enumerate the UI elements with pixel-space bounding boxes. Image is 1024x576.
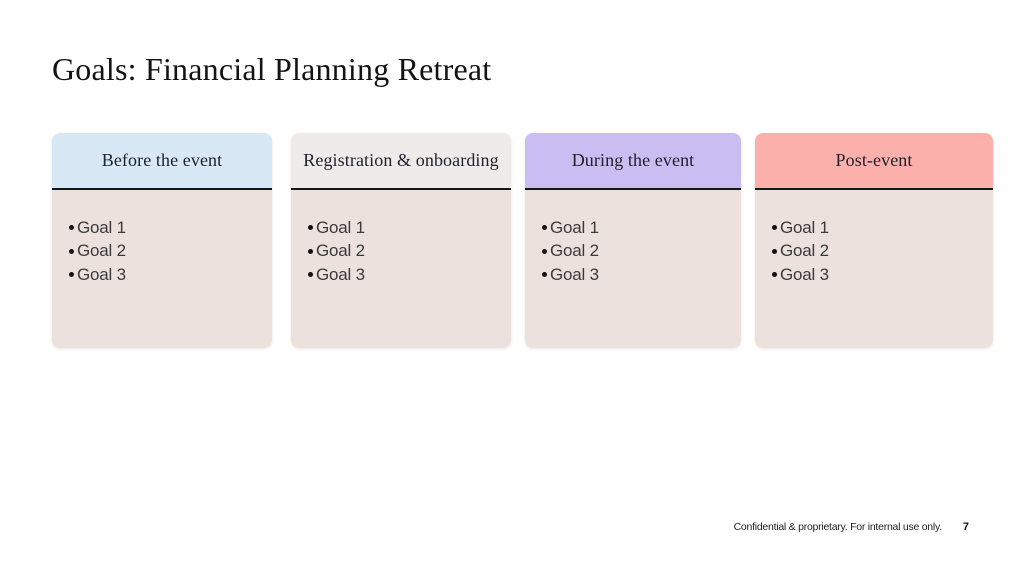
goal-list: Goal 1 Goal 2 Goal 3 [772,216,983,287]
card-header: Post-event [755,133,993,188]
bullet-icon [69,248,74,254]
list-item: Goal 2 [69,240,262,264]
goal-label: Goal 3 [550,264,599,284]
slide-title: Goals: Financial Planning Retreat [52,51,492,87]
header-divider [291,188,511,190]
card-body: Goal 1 Goal 2 Goal 3 [755,190,993,348]
card-header: Registration & onboarding [291,133,511,188]
list-item: Goal 2 [542,240,731,264]
bullet-icon [69,225,74,231]
bullet-icon [308,248,313,254]
list-item: Goal 1 [69,216,262,240]
list-item: Goal 3 [772,263,983,287]
bullet-icon [772,272,777,278]
list-item: Goal 2 [308,240,501,264]
goal-label: Goal 1 [780,217,829,237]
goals-card-during-event: During the event Goal 1 Goal 2 Goal 3 [525,133,741,348]
goals-card-registration-onboarding: Registration & onboarding Goal 1 Goal 2 … [291,133,511,348]
list-item: Goal 3 [542,263,731,287]
goal-label: Goal 2 [316,241,365,261]
goals-card-before-event: Before the event Goal 1 Goal 2 Goal 3 [52,133,272,348]
list-item: Goal 3 [69,263,262,287]
goal-list: Goal 1 Goal 2 Goal 3 [542,216,731,287]
bullet-icon [308,272,313,278]
card-body: Goal 1 Goal 2 Goal 3 [52,190,272,348]
goal-label: Goal 1 [77,217,126,237]
card-header: During the event [525,133,741,188]
goal-label: Goal 1 [550,217,599,237]
goal-list: Goal 1 Goal 2 Goal 3 [69,216,262,287]
card-body: Goal 1 Goal 2 Goal 3 [525,190,741,348]
list-item: Goal 3 [308,263,501,287]
bullet-icon [542,272,547,278]
list-item: Goal 1 [772,216,983,240]
card-header: Before the event [52,133,272,188]
list-item: Goal 1 [308,216,501,240]
bullet-icon [542,248,547,254]
goal-label: Goal 3 [316,264,365,284]
goal-label: Goal 2 [77,241,126,261]
header-divider [525,188,741,190]
goal-list: Goal 1 Goal 2 Goal 3 [308,216,501,287]
goal-label: Goal 1 [316,217,365,237]
bullet-icon [69,272,74,278]
goal-label: Goal 2 [550,241,599,261]
goal-label: Goal 3 [780,264,829,284]
list-item: Goal 1 [542,216,731,240]
bullet-icon [308,225,313,231]
confidentiality-notice: Confidential & proprietary. For internal… [733,521,943,533]
bullet-icon [772,225,777,231]
list-item: Goal 2 [772,240,983,264]
goals-card-post-event: Post-event Goal 1 Goal 2 Goal 3 [755,133,993,348]
header-divider [52,188,272,190]
goal-label: Goal 3 [77,264,126,284]
goal-label: Goal 2 [780,241,829,261]
page-number: 7 [962,521,969,533]
bullet-icon [772,248,777,254]
card-body: Goal 1 Goal 2 Goal 3 [291,190,511,348]
bullet-icon [542,225,547,231]
slide-footer: Confidential & proprietary. For internal… [734,520,969,534]
header-divider [755,188,993,190]
